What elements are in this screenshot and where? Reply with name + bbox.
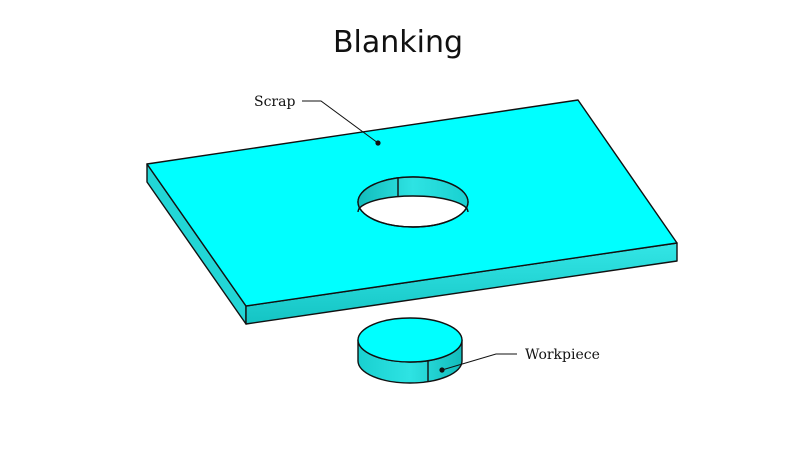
scrap-leader-line xyxy=(302,100,379,144)
scrap-leader-dot xyxy=(375,140,381,146)
hole-inner-wall xyxy=(358,177,468,212)
hole-wall-bottom-edge xyxy=(357,195,469,213)
workpiece-label: Workpiece xyxy=(525,347,600,363)
disc-top-face xyxy=(357,317,463,363)
workpiece-disc xyxy=(357,317,463,384)
workpiece-leader-line xyxy=(441,353,517,371)
scrap-label: Scrap xyxy=(254,94,295,110)
diagram-title: Blanking xyxy=(333,25,463,60)
workpiece-leader-dot xyxy=(439,367,445,373)
hole-rim xyxy=(357,176,469,228)
scrap-callout: Scrap xyxy=(254,94,381,146)
workpiece-callout: Workpiece xyxy=(439,347,600,373)
scrap-sheet xyxy=(146,99,678,325)
